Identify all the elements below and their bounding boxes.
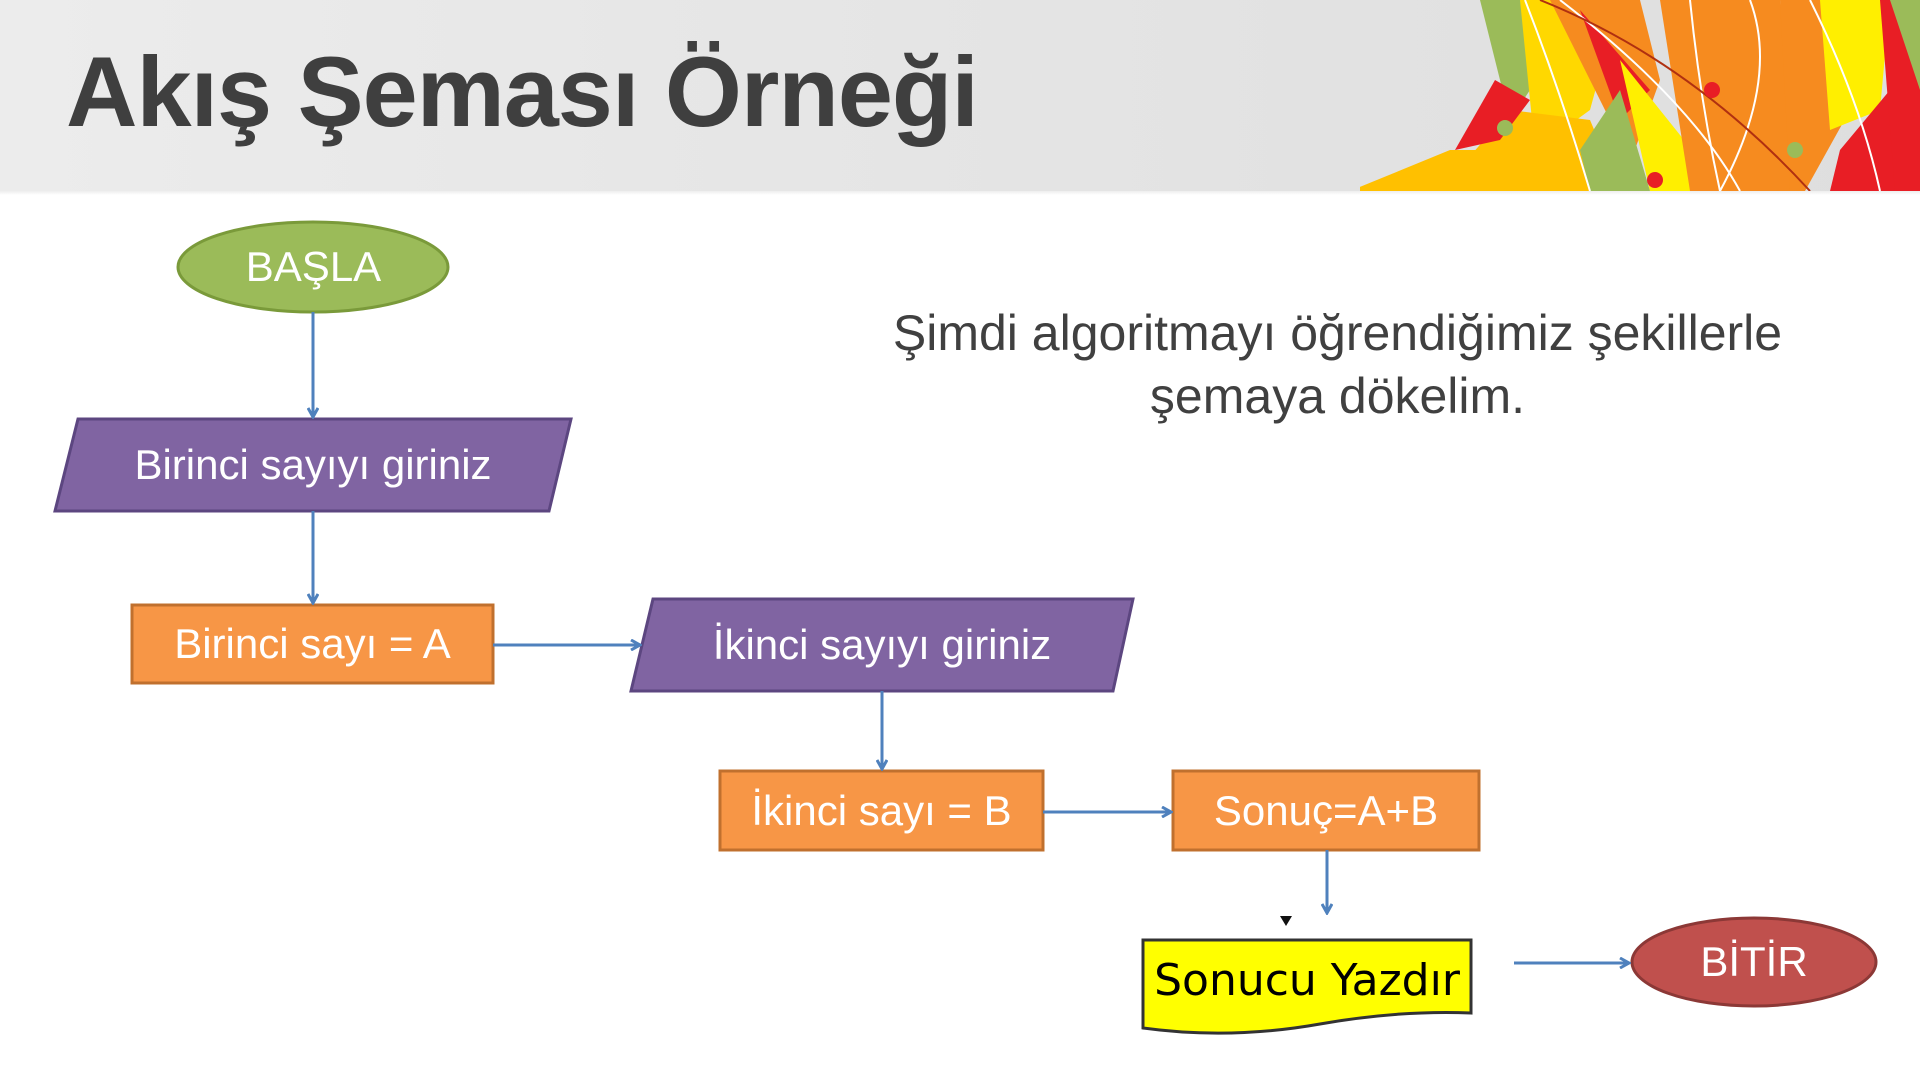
assignA-node-label: Birinci sayı = A (174, 620, 451, 667)
input2-node-label: İkinci sayıyı giriniz (712, 621, 1052, 668)
print-node: Sonucu Yazdır (1143, 940, 1471, 1020)
slide-header: Akış Şeması Örneği (0, 0, 1920, 191)
input1-node: Birinci sayıyı giriniz (55, 419, 571, 511)
end-terminal-label: BİTİR (1700, 938, 1808, 985)
end-terminal-shape (1630, 916, 1878, 1008)
assignB-process-shape (718, 769, 1045, 852)
input1-node-label: Birinci sayıyı giriniz (134, 441, 492, 488)
start-terminal: BAŞLA (178, 222, 449, 312)
print-document-shape (1141, 938, 1473, 1035)
small-triangle-marker-icon (1280, 916, 1292, 926)
sum-process-shape (1171, 769, 1481, 852)
input1-parallelogram-shape (53, 417, 573, 513)
slide-description: Şimdi algoritmayı öğrendiğimiz şekillerl… (840, 302, 1835, 428)
assignA-node: Birinci sayı = A (132, 605, 493, 683)
sum-node: Sonuç=A+B (1173, 771, 1479, 850)
assignA-process-shape (130, 603, 495, 685)
description-line-2: şemaya dökelim. (1149, 368, 1526, 424)
description-line-1: Şimdi algoritmayı öğrendiğimiz şekillerl… (892, 305, 1783, 361)
header-divider (0, 191, 1920, 195)
assignB-node: İkinci sayı = B (720, 771, 1043, 850)
sum-node-label: Sonuç=A+B (1213, 786, 1439, 834)
slide-title: Akış Şeması Örneği (66, 36, 979, 147)
decorative-abstract-graphic (1360, 0, 1920, 191)
input2-parallelogram-shape (629, 597, 1135, 693)
print-node-label: Sonucu Yazdır (1154, 954, 1460, 1006)
start-terminal-label: BAŞLA (245, 243, 382, 290)
end-terminal: BİTİR (1632, 918, 1876, 1006)
assignB-node-label: İkinci sayı = B (751, 786, 1012, 834)
input2-node: İkinci sayıyı giriniz (631, 599, 1133, 691)
